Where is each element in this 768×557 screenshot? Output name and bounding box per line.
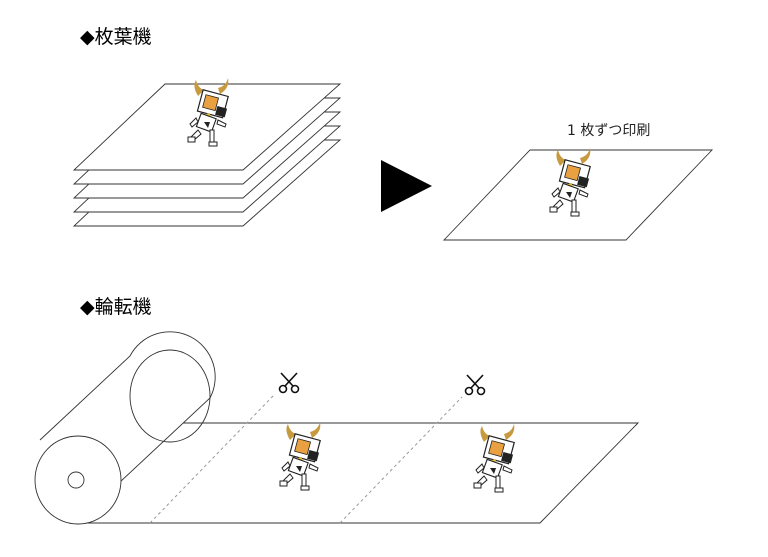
scissors-icon: [464, 374, 486, 396]
sheet-fed-title: ◆枚葉機: [80, 26, 152, 48]
rotary-title: ◆輪転機: [80, 296, 152, 318]
sheet-stack: [72, 83, 342, 227]
scissors-icon: [278, 372, 300, 394]
sheet-fed-caption: 1 枚ずつ印刷: [567, 123, 651, 139]
arrow-right-icon: [381, 160, 432, 212]
paper-roll: [34, 331, 640, 525]
cut-line: [339, 396, 463, 524]
single-sheet: [442, 149, 714, 241]
